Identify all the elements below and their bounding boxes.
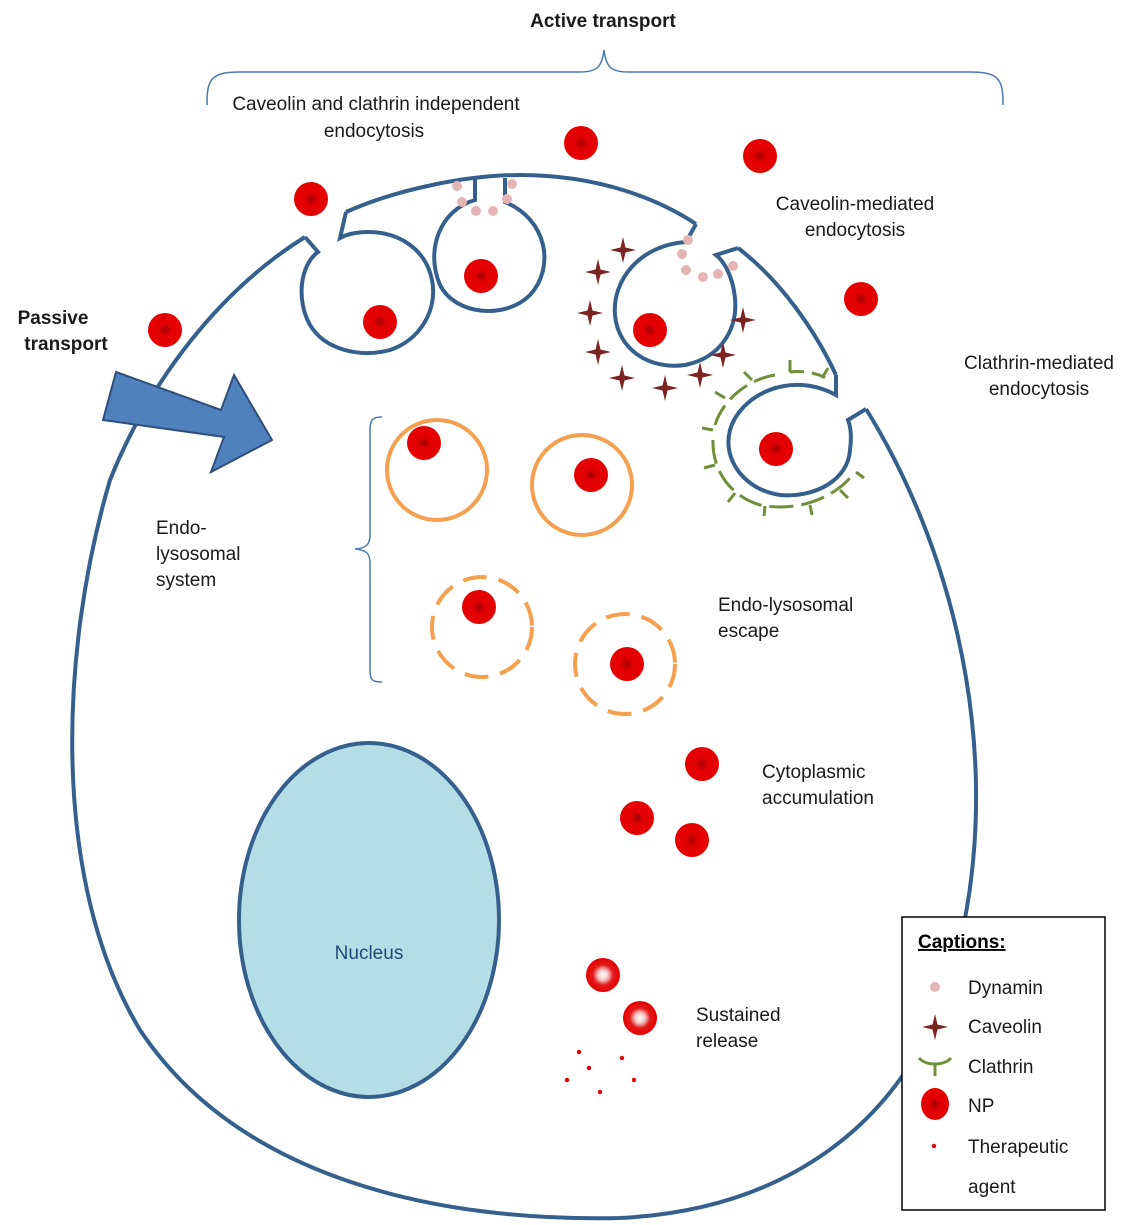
cytoplasmic-accumulation-label-1: Cytoplasmic: [762, 762, 865, 783]
caveolin-vesicle: [612, 223, 739, 368]
active-transport-brace: [206, 49, 1004, 106]
clathrin-mediated-label-2: endocytosis: [989, 379, 1089, 400]
endo-lysosomal-system-label-1: Endo-: [156, 518, 207, 539]
cell-membrane: [70, 172, 978, 1221]
escaping-endosome-1: [430, 575, 534, 679]
dynamin-dots: [452, 179, 738, 282]
therapeutic-dot-icon: [931, 1143, 937, 1149]
legend-item-clathrin: Clathrin: [968, 1057, 1033, 1078]
cc-independent-label-1: Caveolin and clathrin independent: [232, 94, 520, 115]
legend-item-therapeutic-agent: agent: [968, 1177, 1016, 1198]
endosome-2: [530, 433, 634, 537]
sustained-release-label-2: release: [696, 1031, 758, 1052]
endosome-1: [385, 418, 489, 522]
releasing-nanoparticles: [586, 958, 657, 1035]
nucleus: [237, 741, 501, 1099]
active-transport-label: Active transport: [530, 11, 676, 32]
endo-lysosomal-escape-label-2: escape: [718, 621, 779, 642]
legend-item-np: NP: [968, 1096, 994, 1117]
cc-independent-vesicle-left: [299, 211, 436, 355]
passive-transport-label-2: transport: [24, 334, 108, 355]
sustained-release-label-1: Sustained: [696, 1005, 781, 1026]
clathrin-coat: [701, 360, 865, 517]
therapeutic-agent-dots: [564, 1049, 637, 1095]
clathrin-icon: [917, 1056, 953, 1076]
caveolin-stars: [577, 237, 756, 401]
legend-item-therapeutic: Therapeutic: [968, 1137, 1068, 1158]
endo-lysosomal-bracket: [354, 416, 383, 683]
caveolin-mediated-label-2: endocytosis: [805, 220, 905, 241]
legend-item-caveolin: Caveolin: [968, 1017, 1042, 1038]
clathrin-vesicle: [726, 375, 868, 498]
escaping-endosome-2: [573, 612, 677, 716]
passive-transport-label-1: Passive: [18, 308, 89, 329]
np-sphere-icon: [921, 1088, 949, 1120]
endo-lysosomal-system-label-2: lysosomal: [156, 544, 240, 565]
legend-title: Captions:: [918, 932, 1006, 953]
captions-legend: Captions: Dynamin Caveolin Clathrin NP T…: [901, 916, 1106, 1211]
cytoplasmic-accumulation-label-2: accumulation: [762, 788, 874, 809]
cc-independent-label-2: endocytosis: [324, 121, 424, 142]
endo-lysosomal-escape-label-1: Endo-lysosomal: [718, 595, 853, 616]
passive-transport-arrow: [101, 370, 274, 475]
dynamin-dot-icon: [930, 982, 940, 992]
caveolin-mediated-label-1: Caveolin-mediated: [776, 194, 934, 215]
nucleus-label: Nucleus: [335, 943, 404, 964]
endo-lysosomal-system-label-3: system: [156, 570, 216, 591]
cc-independent-vesicle-budding: [432, 178, 547, 313]
clathrin-mediated-label-1: Clathrin-mediated: [964, 353, 1114, 374]
legend-item-dynamin: Dynamin: [968, 978, 1043, 999]
